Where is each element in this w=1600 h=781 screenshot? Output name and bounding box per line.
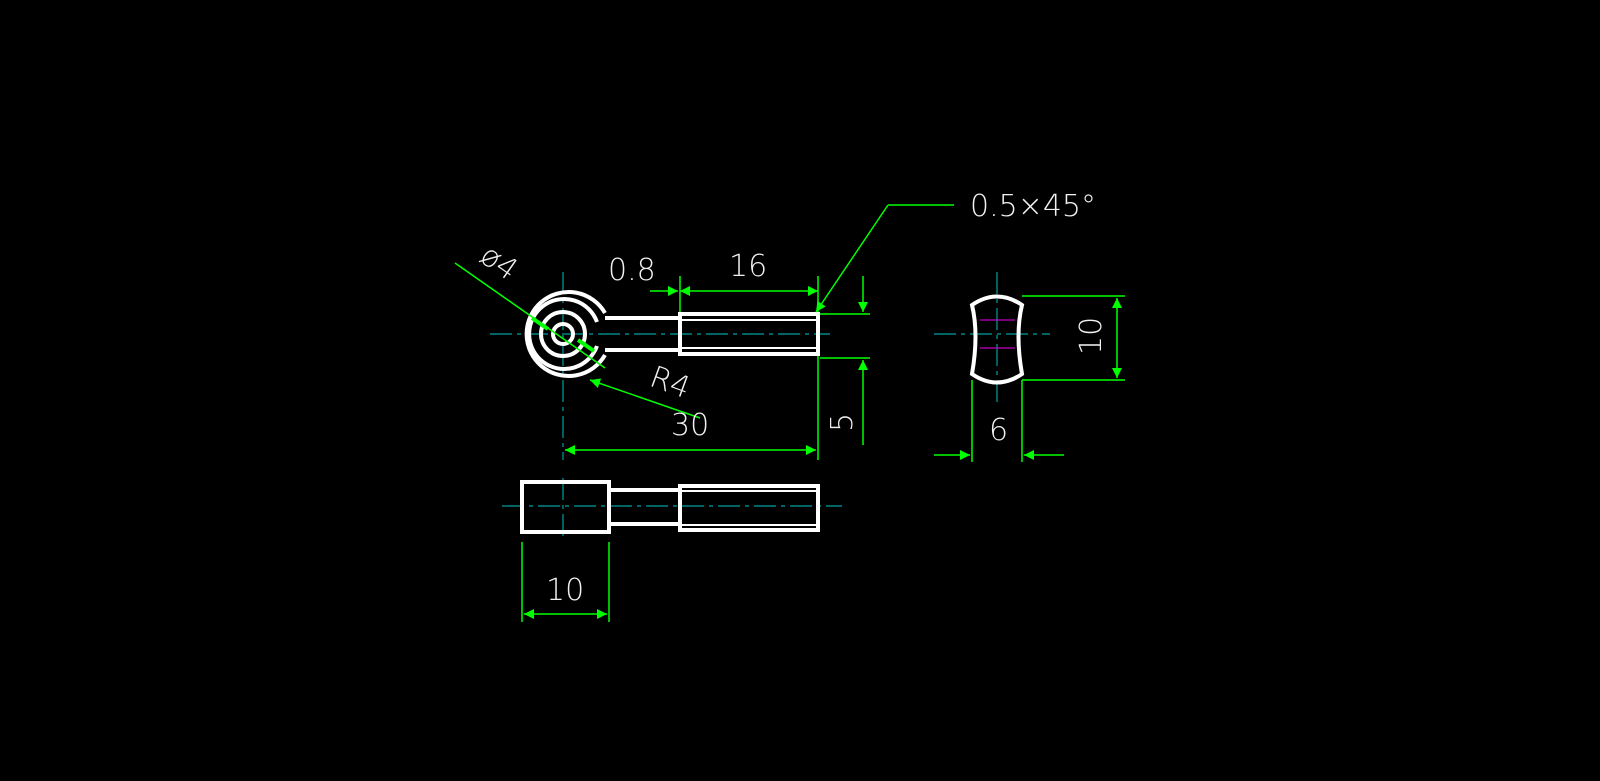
front-view-centerlines [490, 272, 830, 460]
top-view-head [520, 480, 611, 534]
dim-thread-offset-label: 0.8 [608, 253, 656, 288]
dim-shank-height-label: 5 [825, 413, 860, 432]
dim-side-height-label: 10 [1074, 317, 1109, 355]
dim-hole-diameter: ø4 [454, 238, 606, 369]
dim-radius-label: R4 [645, 360, 694, 407]
side-view: 10 6 [934, 272, 1125, 462]
dim-overall-length [565, 356, 819, 460]
side-view-hidden-lines [980, 319, 1015, 349]
dim-thread-length-label: 16 [729, 249, 767, 284]
eye-hole-inner [551, 322, 575, 346]
dim-head-width [521, 542, 610, 622]
dim-thread [650, 276, 819, 312]
dim-shank-height [820, 276, 870, 445]
shank [605, 312, 820, 356]
dim-chamfer [815, 204, 954, 313]
side-view-outline [969, 294, 1025, 385]
dim-side-height [1022, 295, 1125, 381]
eye-outer-arc [524, 290, 607, 378]
dim-overall-length-label: 30 [671, 408, 709, 443]
top-view-thread [678, 484, 820, 532]
dim-chamfer-label: 0.5×45° [970, 189, 1096, 224]
dim-side-width [934, 380, 1064, 462]
eye-hole-outer [539, 310, 587, 358]
top-view: 10 [502, 478, 842, 622]
eye-inner-arc [527, 297, 599, 371]
dim-head-width-label: 10 [546, 573, 584, 608]
dim-side-width-label: 6 [989, 413, 1008, 448]
eye-head [524, 290, 607, 378]
